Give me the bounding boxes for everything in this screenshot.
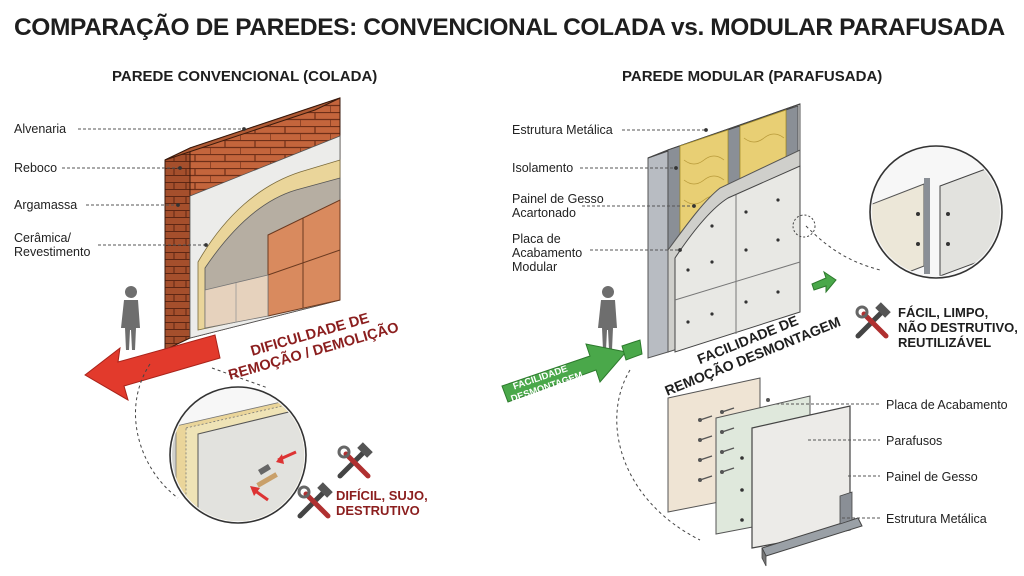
modular-note-line2: NÃO DESTRUTIVO,: [898, 320, 1018, 335]
label-painel-line2: Acartonado: [512, 206, 576, 220]
conventional-detail-circle: [169, 386, 307, 524]
exploded-view: [667, 377, 863, 567]
label-ceramica: Cerâmica/ Revestimento: [14, 231, 90, 259]
screw-icon: [699, 407, 735, 481]
label-argamassa: Argamassa: [14, 198, 78, 212]
hammer-wrench-icon: [297, 482, 333, 519]
exploded-leader-lines: [776, 403, 880, 519]
screw-dots: [686, 198, 780, 324]
modular-note-line3: REUTILIZÁVEL: [898, 335, 992, 350]
exploded-label-estrutura: Estrutura Metálica: [886, 512, 987, 526]
conventional-note-line1: DIFÍCIL, SUJO,: [336, 488, 428, 503]
exploded-label-painel: Painel de Gesso: [886, 470, 978, 484]
label-painel-line1: Painel de Gesso: [512, 192, 604, 206]
right-leader-lines: [580, 128, 708, 252]
modular-note-line1: FÁCIL, LIMPO,: [898, 305, 989, 320]
conventional-wall: [164, 97, 341, 351]
label-placa-line3: Modular: [512, 260, 558, 274]
modular-wall: [647, 103, 801, 359]
label-reboco: Reboco: [14, 161, 58, 175]
label-ceramica-line2: Revestimento: [14, 245, 91, 259]
modular-note: FÁCIL, LIMPO, NÃO DESTRUTIVO, REUTILIZÁV…: [898, 305, 1018, 350]
exploded-label-placa: Placa de Acabamento: [886, 398, 1008, 412]
label-isolamento: Isolamento: [512, 161, 574, 175]
right-panel-heading: PAREDE MODULAR (PARAFUSADA): [622, 68, 883, 85]
modular-detail-circle: [869, 145, 1003, 279]
label-placa-line1: Placa de: [512, 232, 561, 246]
page-title: COMPARAÇÃO DE PAREDES: CONVENCIONAL COLA…: [14, 14, 1005, 41]
hammer-tool: [256, 464, 278, 488]
conventional-note-line2: DESTRUTIVO: [336, 503, 420, 518]
exploded-label-parafusos: Parafusos: [886, 434, 943, 448]
label-placa-line2: Acabamento: [512, 246, 583, 260]
label-alvenaria: Alvenaria: [14, 122, 67, 136]
arrow-right-icon: [501, 270, 837, 403]
label-painel-gesso: Painel de Gesso Acartonado: [512, 192, 604, 220]
person-silhouette-icon: [598, 286, 617, 350]
hammer-wrench-icon: [337, 442, 373, 479]
left-leader-lines: [62, 127, 246, 247]
label-ceramica-line1: Cerâmica/: [14, 231, 71, 245]
arrow-left-icon: [84, 334, 221, 402]
left-panel-heading: PAREDE CONVENCIONAL (COLADA): [112, 68, 378, 85]
label-estrutura-metalica: Estrutura Metálica: [512, 123, 613, 137]
conventional-note: DIFÍCIL, SUJO, DESTRUTIVO: [336, 488, 428, 518]
person-silhouette-icon: [121, 286, 140, 350]
label-placa-acabamento: Placa de Acabamento Modular: [512, 232, 582, 274]
hammer-wrench-icon: [855, 302, 891, 339]
